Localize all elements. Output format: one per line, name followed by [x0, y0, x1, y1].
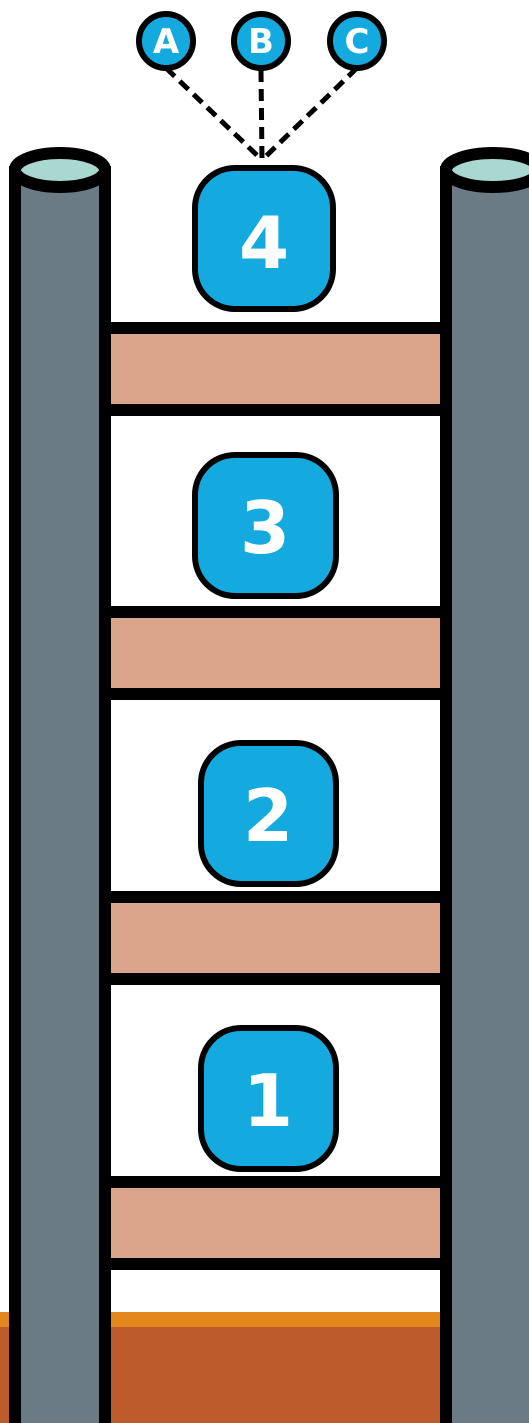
connector-c	[260, 66, 359, 162]
step-3-label: 3	[240, 486, 290, 570]
rung-1	[82, 1176, 462, 1270]
step-4-label: 4	[239, 201, 289, 285]
left-rail-top	[9, 147, 111, 193]
option-c[interactable]: C	[327, 11, 387, 71]
option-a[interactable]: A	[136, 11, 196, 71]
right-rail	[440, 147, 529, 1423]
option-c-label: C	[345, 22, 370, 62]
option-a-label: A	[153, 22, 180, 62]
step-badge-2: 2	[198, 740, 339, 887]
step-1-label: 1	[243, 1059, 293, 1143]
left-rail	[9, 147, 111, 1423]
step-badge-4: 4	[192, 165, 336, 312]
rung-4	[82, 322, 462, 416]
step-badge-1: 1	[198, 1025, 339, 1172]
rung-2	[82, 891, 462, 985]
option-connectors	[164, 66, 359, 162]
step-badge-3: 3	[192, 452, 339, 599]
rung-3	[82, 606, 462, 700]
option-b[interactable]: B	[231, 11, 291, 71]
connector-b	[258, 69, 265, 161]
ground-top-strip	[0, 1312, 529, 1328]
step-2-label: 2	[243, 774, 293, 858]
connector-a	[164, 66, 264, 162]
right-rail-top	[440, 147, 529, 193]
option-b-label: B	[248, 22, 274, 62]
